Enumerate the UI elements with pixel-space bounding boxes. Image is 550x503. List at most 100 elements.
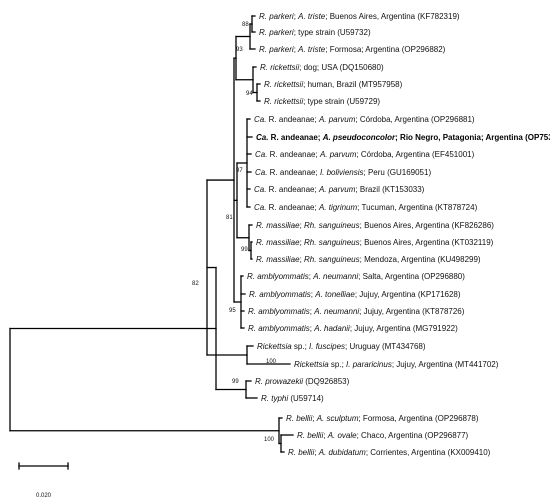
leaf-label: R. typhi (U59714) xyxy=(261,394,324,403)
bootstrap-value-b94: 94 xyxy=(246,91,253,97)
leaf-label-part: Ca. xyxy=(255,168,267,177)
leaf-label-part: R. amblyommatis xyxy=(249,290,311,299)
leaf-label-part: R. massiliae xyxy=(256,255,300,264)
leaf-label-part: A. triste xyxy=(297,12,326,21)
leaf-label: R. parkeri; A. triste; Buenos Aires, Arg… xyxy=(259,12,460,21)
tree-branches xyxy=(9,15,294,453)
leaf-label-part: ; xyxy=(309,272,313,281)
leaf-label-part: ; Jujuy, Argentina (MT441702) xyxy=(392,360,499,369)
leaf-label-part: Ca. xyxy=(254,185,266,194)
leaf-label: R. bellii; A. sculptum; Formosa, Argenti… xyxy=(286,414,479,423)
leaf-label: R. amblyommatis; A. neumanni; Salta, Arg… xyxy=(247,272,465,281)
leaf-label-part: R. massiliae xyxy=(256,238,300,247)
bootstrap-value-b100b: 100 xyxy=(264,437,275,443)
leaf-label-part: Rickettsia xyxy=(257,342,292,351)
leaf-label-part: R. rickettsii xyxy=(264,97,303,106)
leaf-label: R. parkeri; type strain (U59732) xyxy=(259,28,371,37)
leaf-label-part: ; xyxy=(300,255,304,264)
leaf-label: Rickettsia sp.; I. fuscipes; Uruguay (MT… xyxy=(257,342,426,351)
leaf-label-part: R. andeanae; xyxy=(267,168,319,177)
leaf-label-part: ; Brazil (KT153033) xyxy=(355,185,424,194)
leaf-label-part: I. boliviensis xyxy=(320,168,364,177)
leaf-label-part: A. parvum xyxy=(318,185,356,194)
leaf-label-part: Ca. xyxy=(255,150,267,159)
leaf-label-part: A. neumanni xyxy=(313,307,359,316)
leaf-label-part: ; xyxy=(314,448,318,457)
leaf-label-part: ; Mendoza, Argentina (KU498299) xyxy=(360,255,481,264)
leaf-label-part: sp.; xyxy=(292,342,309,351)
leaf-label-part: ; Jujuy, Argentina (KP171628) xyxy=(355,290,461,299)
leaf-label-part: A. pseudoconcolor xyxy=(322,133,396,142)
leaf-label: R. amblyommatis; A. neumanni; Jujuy, Arg… xyxy=(248,307,465,316)
leaf-label: R. amblyommatis; A. tonelliae; Jujuy, Ar… xyxy=(249,290,461,299)
leaf-label-part: ; Rio Negro, Patagonia; Argentina (OP753… xyxy=(395,133,550,142)
bootstrap-value-b82: 82 xyxy=(192,281,199,287)
leaf-label-part: ; Buenos Aires, Argentina (KF826286) xyxy=(360,221,495,230)
leaf-label: R. bellii; A. dubidatum; Corrientes, Arg… xyxy=(288,448,491,457)
leaf-label-part: ; type strain (U59732) xyxy=(294,28,371,37)
leaf-label-part: ; type strain (U59729) xyxy=(303,97,380,106)
leaf-label: R. bellii; A. ovale; Chaco, Argentina (O… xyxy=(297,431,469,440)
leaf-label-part: R. andeanae; xyxy=(266,185,318,194)
leaf-label-part: (DQ926853) xyxy=(303,377,350,386)
leaf-label-part: A. sculptum xyxy=(316,414,359,423)
leaf-label-part: Rh. sanguineus xyxy=(304,238,360,247)
leaf-label-part: R. amblyommatis xyxy=(248,307,310,316)
bootstrap-value-b88: 88 xyxy=(242,22,249,28)
leaf-label-part: ; Córdoba, Argentina (OP296881) xyxy=(355,115,475,124)
leaf-label: R. massiliae; Rh. sanguineus; Buenos Air… xyxy=(256,238,494,247)
leaf-label-part: R. andeanae; xyxy=(266,203,318,212)
leaf-label-part: ; Salta, Argentina (OP296880) xyxy=(358,272,465,281)
leaf-label-part: ; Buenos Aires, Argentina (KT032119) xyxy=(360,238,494,247)
leaf-label-part: A. parvum xyxy=(318,115,356,124)
leaf-label-part: R. prowazekii xyxy=(255,377,303,386)
leaf-label: R. amblyommatis; A. hadanii; Jujuy, Arge… xyxy=(248,324,458,333)
leaf-label-part: A. dubidatum xyxy=(318,448,366,457)
leaf-label-part: A. ovale xyxy=(327,431,357,440)
leaf-label-part: R. rickettsii xyxy=(260,63,299,72)
leaf-label-part: A. neumanni xyxy=(312,272,358,281)
leaf-label-part: ; Tucuman, Argentina (KT878724) xyxy=(357,203,477,212)
scale-bar-label: 0.020 xyxy=(36,493,52,499)
scale-bar: 0.020 xyxy=(18,462,69,499)
leaf-label: Ca. R. andeanae; A. parvum; Córdoba, Arg… xyxy=(254,115,475,124)
leaf-label-part: R. bellii xyxy=(286,414,312,423)
leaf-label-part: I. fuscipes xyxy=(309,342,345,351)
leaf-label-part: ; xyxy=(300,221,304,230)
leaf-label-part: ; Corrientes, Argentina (KX009410) xyxy=(366,448,491,457)
leaf-label-part: A. triste xyxy=(297,45,326,54)
leaf-label-part: R. amblyommatis xyxy=(247,272,309,281)
leaf-label-part: ; human, Brazil (MT957958) xyxy=(303,80,402,89)
leaf-label-part: ; Buenos Aires, Argentina (KF782319) xyxy=(325,12,460,21)
leaf-label-part: sp.; xyxy=(329,360,346,369)
leaf-label-part: ; xyxy=(323,431,327,440)
leaf-label-part: R. typhi xyxy=(261,394,288,403)
leaf-label: Ca. R. andeanae; A. pseudoconcolor; Rio … xyxy=(256,133,550,142)
leaf-label-part: R. andeanae; xyxy=(268,133,322,142)
leaf-label-part: R. andeanae; xyxy=(266,115,318,124)
leaf-label: R. rickettsii; type strain (U59729) xyxy=(264,97,380,106)
leaf-label-part: ; xyxy=(310,324,314,333)
leaf-label-part: ; xyxy=(300,238,304,247)
leaf-label-part: (U59714) xyxy=(288,394,324,403)
leaf-labels: R. parkeri; A. triste; Buenos Aires, Arg… xyxy=(247,12,550,457)
leaf-label-part: ; Formosa, Argentina (OP296878) xyxy=(358,414,478,423)
bootstrap-value-b100a: 100 xyxy=(266,359,277,365)
leaf-label-part: Rh. sanguineus xyxy=(304,255,360,264)
bootstrap-value-b99a: 99 xyxy=(241,247,248,253)
leaf-label-part: R. parkeri xyxy=(259,28,294,37)
leaf-label-part: ; Jujuy, Argentina (MG791922) xyxy=(350,324,458,333)
leaf-label-part: ; Formosa; Argentina (OP296882) xyxy=(325,45,445,54)
leaf-label-part: R. rickettsii xyxy=(264,80,303,89)
leaf-label-part: R. massiliae xyxy=(256,221,300,230)
leaf-label: Ca. R. andeanae; A. parvum; Brazil (KT15… xyxy=(254,185,425,194)
leaf-label-part: A. parvum xyxy=(319,150,357,159)
leaf-label-part: Ca. xyxy=(256,133,268,142)
leaf-label: R. rickettsii; human, Brazil (MT957958) xyxy=(264,80,403,89)
leaf-label-part: ; Córdoba, Argentina (EF451001) xyxy=(356,150,474,159)
leaf-label-part: Ca. xyxy=(254,203,266,212)
leaf-label-part: R. amblyommatis xyxy=(248,324,310,333)
leaf-label-part: Rickettsia xyxy=(294,360,329,369)
leaf-label-part: ; xyxy=(294,45,298,54)
